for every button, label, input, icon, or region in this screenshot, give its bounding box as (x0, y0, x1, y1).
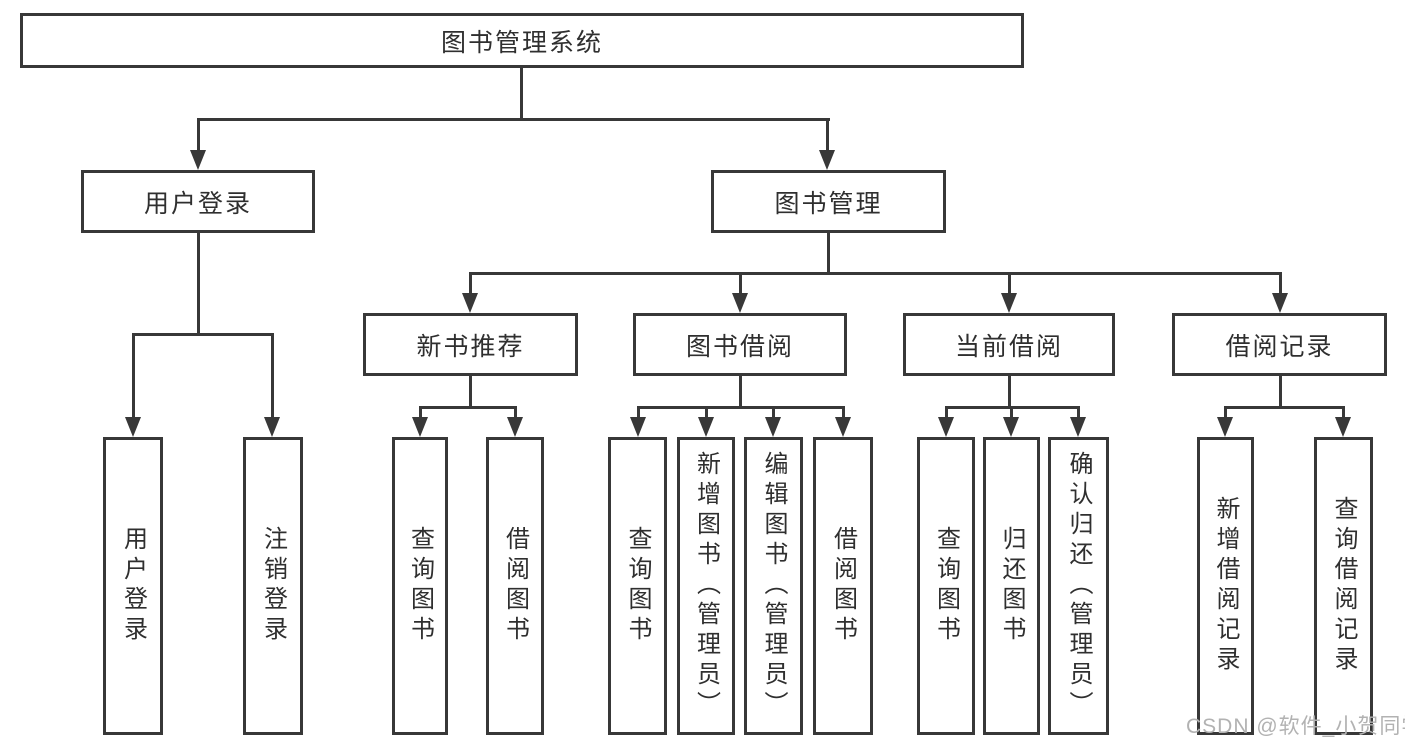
arrow-down-icon (264, 417, 280, 437)
arrow-down-icon (125, 417, 141, 437)
connector-line (520, 68, 523, 121)
connector-line (132, 333, 135, 420)
connector-line (419, 406, 517, 409)
connector-line (842, 406, 845, 420)
arrow-down-icon (412, 417, 428, 437)
arrow-down-icon (1335, 417, 1351, 437)
arrow-down-icon (765, 417, 781, 437)
connector-line (637, 406, 640, 420)
connector-line (514, 406, 517, 420)
connector-line (1077, 406, 1080, 420)
leaf-query-books-current: 查询图书 (917, 437, 975, 735)
node-book-borrowing: 图书借阅 (633, 313, 847, 376)
connector-line (197, 118, 200, 153)
connector-line (945, 406, 948, 420)
leaf-add-books-admin: 新增图书（管理员） (677, 437, 735, 735)
arrow-down-icon (835, 417, 851, 437)
leaf-query-borrow-record: 查询借阅记录 (1314, 437, 1373, 735)
connector-line (772, 406, 775, 420)
leaf-edit-books-admin: 编辑图书（管理员） (744, 437, 803, 735)
arrow-down-icon (1070, 417, 1086, 437)
leaf-add-borrow-record: 新增借阅记录 (1197, 437, 1254, 735)
arrow-down-icon (1217, 417, 1233, 437)
connector-line (469, 272, 1282, 275)
leaf-confirm-return-admin: 确认归还（管理员） (1048, 437, 1109, 735)
connector-line (469, 376, 472, 409)
connector-line (197, 118, 830, 121)
connector-line (1342, 406, 1345, 420)
connector-line (271, 333, 274, 420)
node-current-borrowing: 当前借阅 (903, 313, 1115, 376)
arrow-down-icon (1003, 417, 1019, 437)
node-library-management-system: 图书管理系统 (20, 13, 1024, 68)
connector-line (705, 406, 708, 420)
connector-line (1224, 406, 1227, 420)
arrow-down-icon (462, 293, 478, 313)
connector-line (197, 233, 200, 336)
leaf-query-books-borrowing: 查询图书 (608, 437, 667, 735)
arrow-down-icon (819, 150, 835, 170)
connector-line (827, 233, 830, 275)
connector-line (637, 406, 843, 409)
arrow-down-icon (190, 150, 206, 170)
node-new-book-recommendation: 新书推荐 (363, 313, 578, 376)
connector-line (739, 272, 742, 296)
arrow-down-icon (507, 417, 523, 437)
leaf-return-books: 归还图书 (983, 437, 1040, 735)
connector-line (1279, 376, 1282, 409)
arrow-down-icon (630, 417, 646, 437)
arrow-down-icon (938, 417, 954, 437)
connector-line (1008, 376, 1011, 409)
arrow-down-icon (732, 293, 748, 313)
arrow-down-icon (1272, 293, 1288, 313)
arrow-down-icon (698, 417, 714, 437)
connector-line (132, 333, 274, 336)
connector-line (1279, 272, 1282, 296)
leaf-borrow-books-recommend: 借阅图书 (486, 437, 544, 735)
node-borrowing-records: 借阅记录 (1172, 313, 1387, 376)
node-book-management: 图书管理 (711, 170, 946, 233)
connector-line (1008, 272, 1011, 296)
connector-line (739, 376, 742, 409)
connector-line (1010, 406, 1013, 420)
leaf-borrow-books: 借阅图书 (813, 437, 873, 735)
arrow-down-icon (1001, 293, 1017, 313)
connector-line (1224, 406, 1345, 409)
leaf-user-login: 用户登录 (103, 437, 163, 735)
node-user-login: 用户登录 (81, 170, 315, 233)
leaf-logout: 注销登录 (243, 437, 303, 735)
connector-line (826, 118, 829, 153)
csdn-watermark: CSDN @软件_小贺同学 (1186, 715, 1405, 738)
connector-line (469, 272, 472, 296)
connector-line (419, 406, 422, 420)
leaf-query-books-recommend: 查询图书 (392, 437, 448, 735)
